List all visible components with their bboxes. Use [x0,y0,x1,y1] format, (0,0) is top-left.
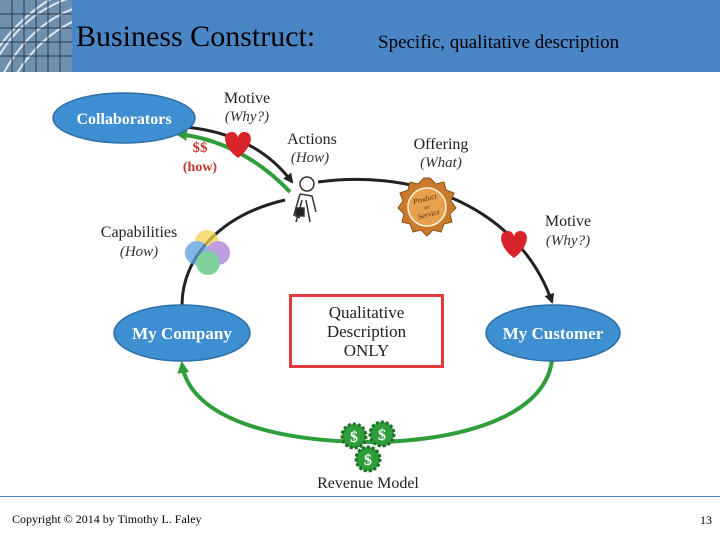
my-company-node: My Company [113,304,251,362]
money-sub: (how) [183,160,218,175]
copyright-text: Copyright © 2014 by Timothy L. Faley [12,512,202,526]
building-photo-thumbnail [0,0,72,72]
my-company-label: My Company [132,324,232,343]
svg-text:$: $ [364,452,372,469]
dollar-coin-icon: $ [354,445,382,473]
my-customer-label: My Customer [503,324,604,343]
svg-text:$: $ [378,427,386,444]
slide-title: Business Construct: [76,20,316,53]
heart-icon [225,132,251,158]
footer-divider [0,496,720,497]
arrow-actions-to-customer [317,177,555,304]
motive-right-sub: (Why?) [546,233,590,249]
collaborators-node: Collaborators [52,92,196,144]
actions-label: Actions [287,131,337,148]
person-icon [293,176,317,223]
page-number: 13 [700,513,712,527]
product-service-badge-icon: Product or Service [397,177,457,237]
motive-top-sub: (Why?) [225,109,269,125]
capabilities-venn-icon [185,230,230,275]
my-customer-node: My Customer [485,304,621,362]
svg-text:or: or [424,204,431,211]
qualitative-description-box: Qualitative Description ONLY [289,294,444,368]
qualitative-line-3: ONLY [343,340,390,360]
actions-sub: (How) [291,150,329,166]
money-label: $$ [193,140,209,156]
offering-label: Offering [414,136,469,153]
dollar-coin-icon: $ [368,420,396,448]
business-construct-diagram: Collaborators My Company My Customer Mot… [52,90,621,492]
capabilities-label: Capabilities [101,224,177,241]
motive-right-label: Motive [545,213,591,230]
slide-subtitle: Specific, qualitative description [378,32,620,53]
collaborators-label: Collaborators [76,111,171,128]
dollar-coin-icon: $ [340,422,368,450]
offering-sub: (What) [420,155,462,171]
svg-text:$: $ [350,429,358,446]
motive-top-label: Motive [224,90,270,107]
arrow-customer-to-company [177,359,554,445]
capabilities-sub: (How) [120,244,158,260]
qualitative-line-2: Description [326,321,407,341]
qualitative-line-1: Qualitative [328,302,405,322]
revenue-model-label: Revenue Model [317,475,419,492]
heart-icon [501,231,527,258]
header-bar: Business Construct: Specific, qualitativ… [0,0,720,72]
